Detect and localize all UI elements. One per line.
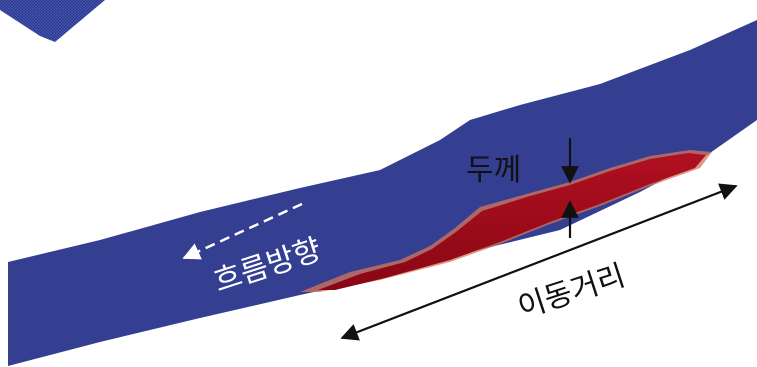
thickness-label: 두께 (466, 153, 521, 188)
mesh-fragment (0, 0, 105, 42)
flow-direction-arrow (182, 202, 303, 260)
travel-distance-label: 이동거리 (514, 258, 630, 325)
channel-domain (8, 20, 757, 366)
travel-distance-arrow (340, 183, 738, 341)
